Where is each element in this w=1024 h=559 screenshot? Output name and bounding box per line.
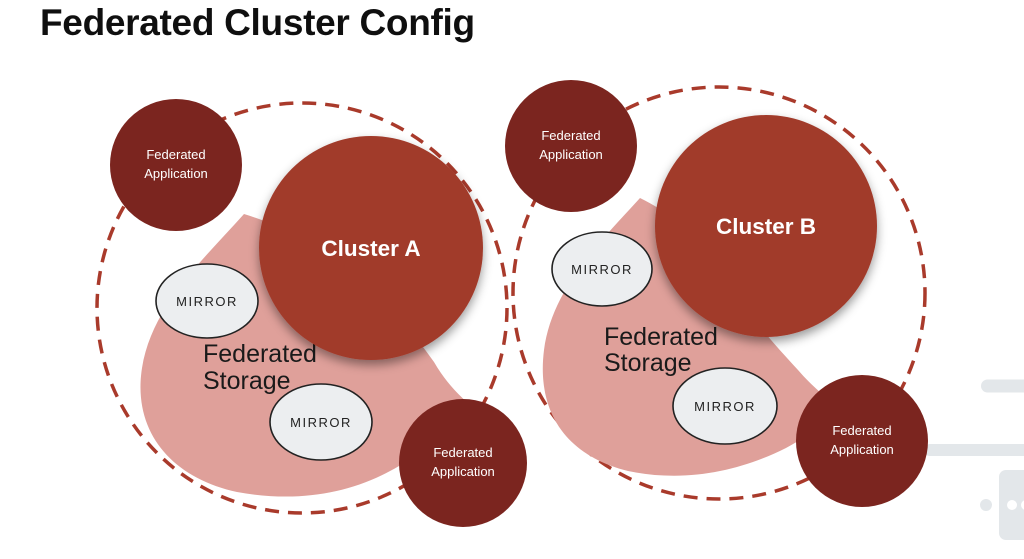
cluster-b-mirror-2 <box>672 367 778 445</box>
application-label-line2: Application <box>144 166 208 181</box>
mirror-label: MIRROR <box>694 399 756 414</box>
application-label-line1: Federated <box>832 423 891 438</box>
cluster-a-label: Cluster A <box>321 236 420 261</box>
page-title: Federated Cluster Config <box>40 2 475 43</box>
application-label-line1: Federated <box>541 128 600 143</box>
application-label-line1: Federated <box>146 147 205 162</box>
cluster-a-application-top <box>110 99 242 231</box>
background-illustration <box>924 379 1024 540</box>
application-label-line1: Federated <box>433 445 492 460</box>
cluster-a-application-bottom <box>399 399 527 527</box>
mirror-label: MIRROR <box>571 262 633 277</box>
decor-dot-icon <box>1021 500 1024 510</box>
cluster-a-circle <box>259 136 483 360</box>
cluster-b-application-bottom <box>796 375 928 507</box>
decor-bar-long <box>924 444 1024 456</box>
application-label-line2: Application <box>539 147 603 162</box>
cluster-b-label: Cluster B <box>716 214 816 239</box>
decor-dot-icon <box>1007 500 1017 510</box>
storage-label-line1: Federated <box>604 323 718 351</box>
decor-bar-top <box>981 379 1024 393</box>
cluster-a-mirror-1 <box>155 263 259 339</box>
decor-dot-icon <box>980 499 992 511</box>
storage-label-line2: Storage <box>604 349 692 377</box>
cluster-b-mirror-1 <box>551 231 653 307</box>
storage-label-line2: Storage <box>203 367 291 395</box>
cluster-b-boundary-ring <box>511 85 927 501</box>
cluster-a-mirror-2 <box>269 383 373 461</box>
application-label-line2: Application <box>431 464 495 479</box>
mirror-label: MIRROR <box>176 294 238 309</box>
cluster-b-application-top <box>505 80 637 212</box>
cluster-a-group: MIRROR MIRROR Federated Storage Cluster … <box>95 99 527 527</box>
mirror-label: MIRROR <box>290 415 352 430</box>
storage-label-line1: Federated <box>203 340 317 368</box>
cluster-a-boundary-ring <box>95 101 509 515</box>
cluster-b-circle <box>655 115 877 337</box>
application-label-line2: Application <box>830 442 894 457</box>
cluster-b-group: MIRROR MIRROR Federated Storage Cluster … <box>505 80 928 507</box>
